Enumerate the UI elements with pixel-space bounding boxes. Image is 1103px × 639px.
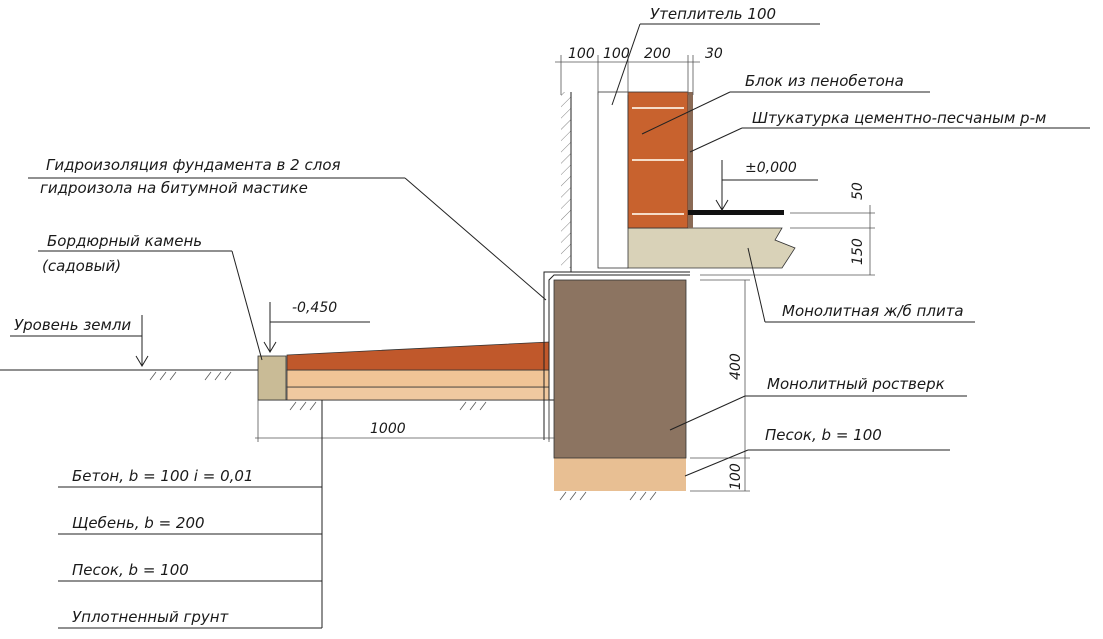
dim-top-30: 30	[705, 46, 723, 62]
sand-layer-left	[286, 386, 550, 401]
plaster-label: Штукатурка цементно-песчаным р-м	[752, 109, 1046, 127]
level-minus-text: -0,450	[292, 300, 337, 316]
legend-compacted: Уплотненный грунт	[72, 608, 230, 626]
floor-finish	[688, 210, 784, 215]
waterproof-callout: Гидроизоляция фундамента в 2 слоя гидрои…	[28, 156, 547, 301]
insulation-layer	[597, 91, 629, 269]
waterproofing	[543, 271, 690, 440]
layer-legend: Бетон, b = 100 i = 0,01 Щебень, b = 200 …	[58, 400, 323, 629]
dim-right-50: 50	[850, 182, 866, 200]
concrete-layer	[286, 341, 550, 371]
plaster-layer	[688, 92, 693, 228]
block-label: Блок из пенобетона	[745, 72, 904, 90]
insulation-label: Утеплитель 100	[650, 5, 776, 23]
grillage-callout: Монолитный ростверк	[669, 375, 967, 431]
slab-callout: Монолитная ж/б плита	[747, 247, 975, 323]
legend-gravel: Щебень, b = 200	[72, 514, 205, 532]
monolithic-slab	[626, 227, 796, 269]
gravel-layer	[286, 369, 550, 388]
block-callout: Блок из пенобетона	[641, 72, 930, 135]
curb-stone	[257, 355, 287, 401]
insulation-callout: Утеплитель 100	[611, 5, 820, 106]
grillage-label: Монолитный ростверк	[767, 375, 945, 393]
level-zero-text: ±0,000	[745, 160, 797, 176]
slab-label: Монолитная ж/б плита	[782, 302, 964, 320]
bottom-dimension: 1000	[255, 400, 555, 442]
curb-label-2: (садовый)	[42, 257, 121, 275]
sand-under-grillage	[554, 458, 686, 491]
curb-callout: Бордюрный камень (садовый)	[38, 232, 263, 361]
dim-right-150: 150	[850, 238, 866, 265]
dim-bottom-1000: 1000	[370, 421, 406, 437]
curb-label-1: Бордюрный камень	[47, 232, 202, 250]
grillage	[553, 279, 687, 459]
waterproof-label-2: гидроизола на битумной мастике	[40, 179, 308, 197]
dim-top-100b: 100	[603, 46, 630, 62]
ground-level-marker: Уровень земли	[10, 315, 149, 367]
legend-concrete: Бетон, b = 100 i = 0,01	[72, 467, 253, 485]
dim-top-200: 200	[644, 46, 671, 62]
insulation-hatch	[561, 92, 571, 268]
dim-right-100: 100	[728, 463, 744, 490]
ground-level-label: Уровень земли	[14, 316, 131, 334]
dim-top-100a: 100	[568, 46, 595, 62]
level-zero-marker: ±0,000	[715, 160, 818, 211]
right-dimensions: 50 150 400 100	[690, 182, 875, 492]
blind-area	[257, 341, 550, 401]
waterproof-label-1: Гидроизоляция фундамента в 2 слоя	[46, 156, 341, 174]
sand-right-label: Песок, b = 100	[765, 426, 882, 444]
top-dimensions: 100 100 200 30	[555, 46, 723, 95]
dim-right-400: 400	[728, 353, 744, 380]
sand-right-callout: Песок, b = 100	[684, 426, 950, 477]
plaster-callout: Штукатурка цементно-песчаным р-м	[689, 109, 1090, 153]
level-minus-marker: -0,450	[263, 300, 370, 353]
legend-sand: Песок, b = 100	[72, 561, 189, 579]
